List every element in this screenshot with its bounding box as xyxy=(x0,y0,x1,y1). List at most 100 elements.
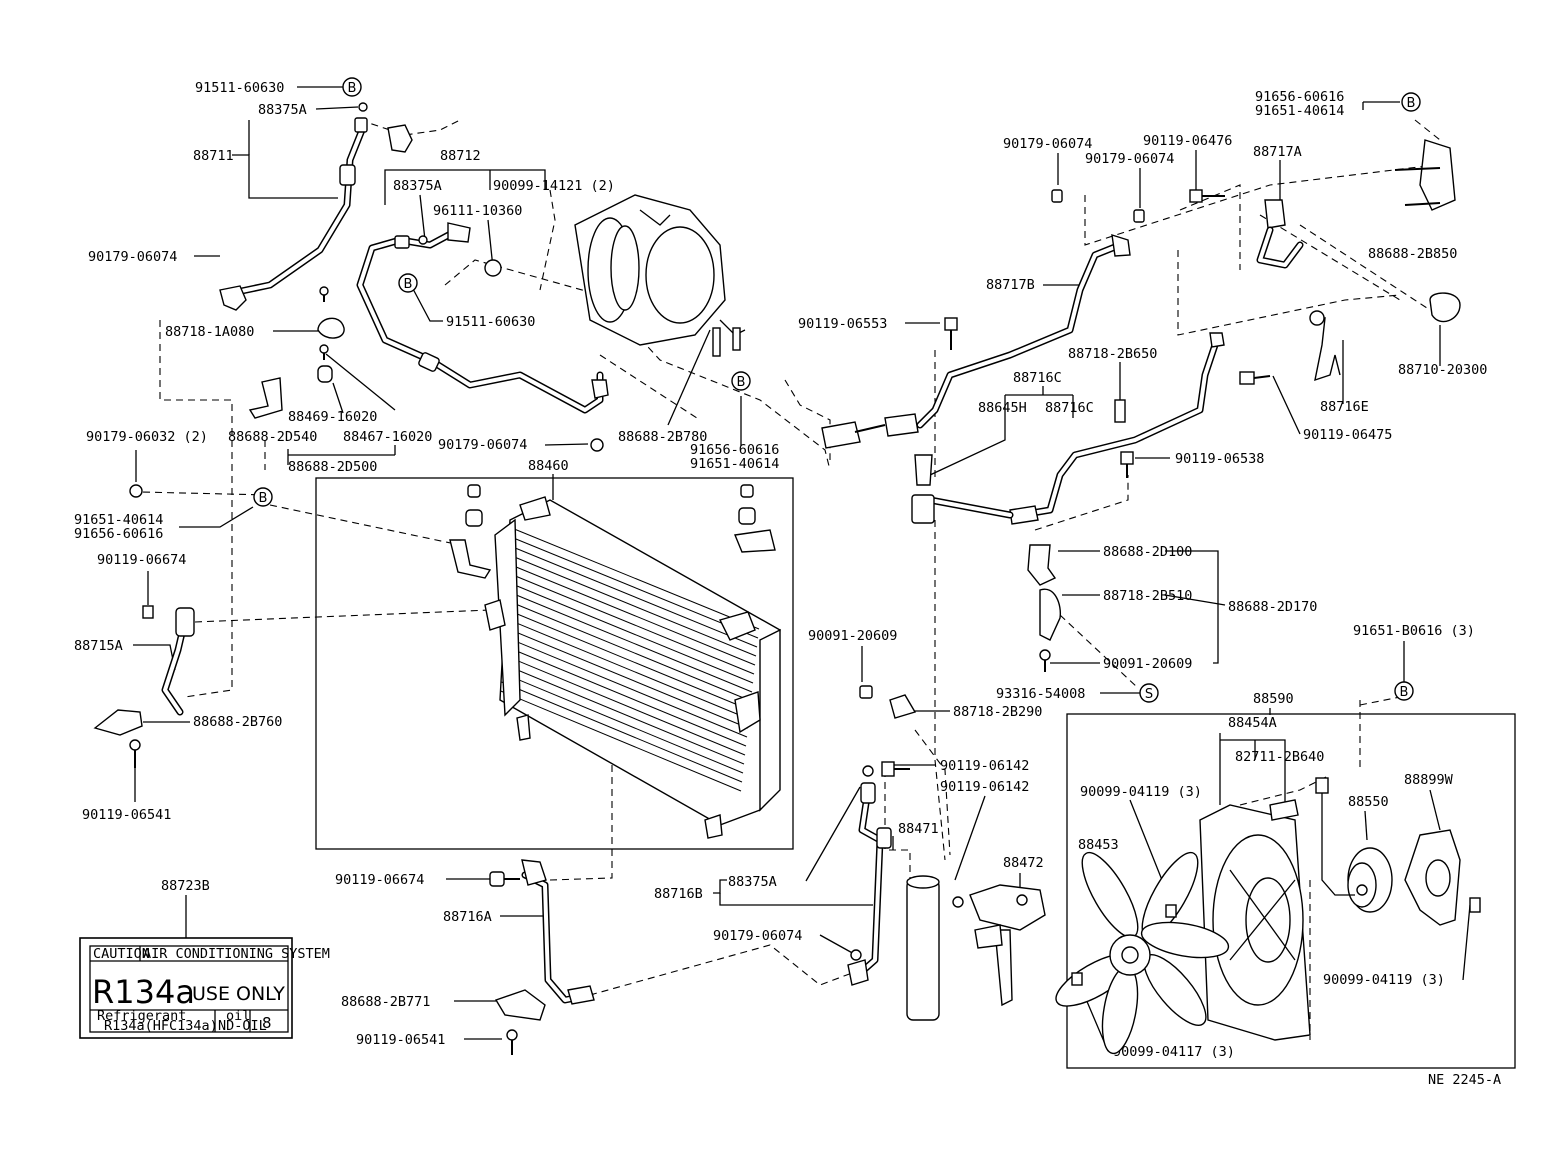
right-middle-brackets xyxy=(859,544,1062,719)
part-label: 88467-16020 xyxy=(343,429,432,445)
hose-fitting xyxy=(354,117,368,133)
refrigerant-text: Refrigerant xyxy=(97,1008,186,1024)
part-label: 88718-2B290 xyxy=(953,704,1042,720)
bolt xyxy=(881,761,895,777)
part-label: 88716C xyxy=(1013,370,1062,386)
condenser-side-tank xyxy=(494,518,521,717)
part-label: 88716A xyxy=(443,909,492,925)
part-label: 90179-06074 xyxy=(1085,151,1174,167)
condenser-fitting xyxy=(734,691,761,734)
screw xyxy=(1165,904,1177,918)
part-label: 90179-06032 (2) xyxy=(86,429,208,445)
pressure-switch-block xyxy=(911,494,935,524)
part-label: 91656-60616 xyxy=(690,442,779,458)
clamp-88718-2b650 xyxy=(1114,399,1126,423)
part-label: 88688-2D500 xyxy=(288,459,377,475)
diagram-reference-number: NE 2245-A xyxy=(1428,1072,1501,1088)
bolt xyxy=(1016,894,1028,906)
part-label: 88717A xyxy=(1253,144,1302,160)
part-label: 90119-06142 xyxy=(940,758,1029,774)
bolt xyxy=(142,605,154,619)
part-label: 88688-2D170 xyxy=(1228,599,1317,615)
marker-b: B xyxy=(259,491,268,506)
part-label: 88710-20300 xyxy=(1398,362,1487,378)
marker-s: S xyxy=(1145,687,1153,702)
bolt xyxy=(732,327,741,351)
part-label: 88718-2B650 xyxy=(1068,346,1157,362)
screw xyxy=(1071,972,1083,986)
refrigerant-type-text: R134a(HFC134a) xyxy=(104,1018,218,1034)
part-label: 88590 xyxy=(1253,691,1294,707)
condenser-fin-line xyxy=(511,564,756,666)
pipe-88717a xyxy=(1264,199,1286,229)
pipe-fitting xyxy=(567,985,595,1005)
part-label: 88899W xyxy=(1404,772,1454,788)
condenser-fin-line xyxy=(502,672,744,774)
condenser-fins xyxy=(500,528,760,792)
clamp-brackets xyxy=(129,286,345,498)
condenser-bracket xyxy=(519,496,551,521)
condenser-fin-line xyxy=(500,690,742,792)
part-label: 90119-06674 xyxy=(335,872,424,888)
caution-text: CAUTION xyxy=(93,946,150,962)
o-ring xyxy=(418,235,428,245)
part-label: 88469-16020 xyxy=(288,409,377,425)
hose-fitting xyxy=(394,235,410,249)
pipe-88716a xyxy=(489,859,595,1055)
part-label: 90099-04117 (3) xyxy=(1113,1044,1235,1060)
part-label: 90099-14121 (2) xyxy=(493,178,615,194)
part-label: 91656-60616 xyxy=(74,526,163,542)
part-label: 88712 xyxy=(440,148,481,164)
part-label: 91511-60630 xyxy=(446,314,535,330)
part-label: 96111-10360 xyxy=(433,203,522,219)
part-label: 88471 xyxy=(898,821,939,837)
oil-grade-text: 8 xyxy=(262,1014,272,1032)
part-label: 88472 xyxy=(1003,855,1044,871)
pipe-fitting xyxy=(1209,332,1225,348)
part-label: 90119-06541 xyxy=(356,1032,445,1048)
pipe-fitting xyxy=(860,782,876,804)
part-label: 91651-B0616 (3) xyxy=(1353,623,1475,639)
part-label: 91651-40614 xyxy=(1255,103,1344,119)
cooling-fan-group-frame xyxy=(1066,713,1516,1069)
bolt xyxy=(944,317,958,331)
bolt xyxy=(859,685,873,699)
reference-markers: B B B B B B S xyxy=(253,77,1421,703)
pipe-fitting xyxy=(521,859,547,886)
cushion xyxy=(317,365,333,383)
part-label: 88715A xyxy=(74,638,123,654)
motor-connector xyxy=(1315,777,1329,794)
condenser-fin-line xyxy=(503,654,746,756)
marker-b-badge: B xyxy=(1401,92,1421,112)
part-label: 88716B xyxy=(654,886,703,902)
part-label: 90179-06074 xyxy=(713,928,802,944)
fan-motor-88550 xyxy=(1347,847,1393,913)
marker-s-badge: S xyxy=(1139,683,1159,703)
condenser-fin-line xyxy=(514,528,760,630)
o-ring xyxy=(484,259,502,277)
fan-blade-88453 xyxy=(1055,851,1230,1055)
hose-fitting xyxy=(339,164,356,186)
refrigerant-type-large: R134a xyxy=(92,973,195,1011)
oil-type-text: ND-OIL xyxy=(218,1018,267,1034)
bolt xyxy=(1239,371,1255,385)
part-label: 90179-06074 xyxy=(438,437,527,453)
part-label: 88688-2B760 xyxy=(193,714,282,730)
condenser-core xyxy=(499,499,781,826)
leader-lines xyxy=(133,86,1471,1052)
condenser-bracket xyxy=(449,539,492,579)
nut xyxy=(1133,209,1145,223)
part-label: 91656-60616 xyxy=(1255,89,1344,105)
clamp-88718-1a080 xyxy=(317,317,345,339)
bolt xyxy=(712,327,721,357)
part-label: 88711 xyxy=(193,148,234,164)
part-label: 90119-06476 xyxy=(1143,133,1232,149)
condenser-bracket xyxy=(718,611,756,641)
part-label: 90099-04119 (3) xyxy=(1080,784,1202,800)
pipe-88715a xyxy=(93,605,195,768)
condenser-fin-line xyxy=(510,573,755,675)
use-only-text: USE ONLY xyxy=(192,983,285,1005)
condenser-fin-line xyxy=(506,618,750,720)
hose-end-fitting xyxy=(447,222,471,243)
